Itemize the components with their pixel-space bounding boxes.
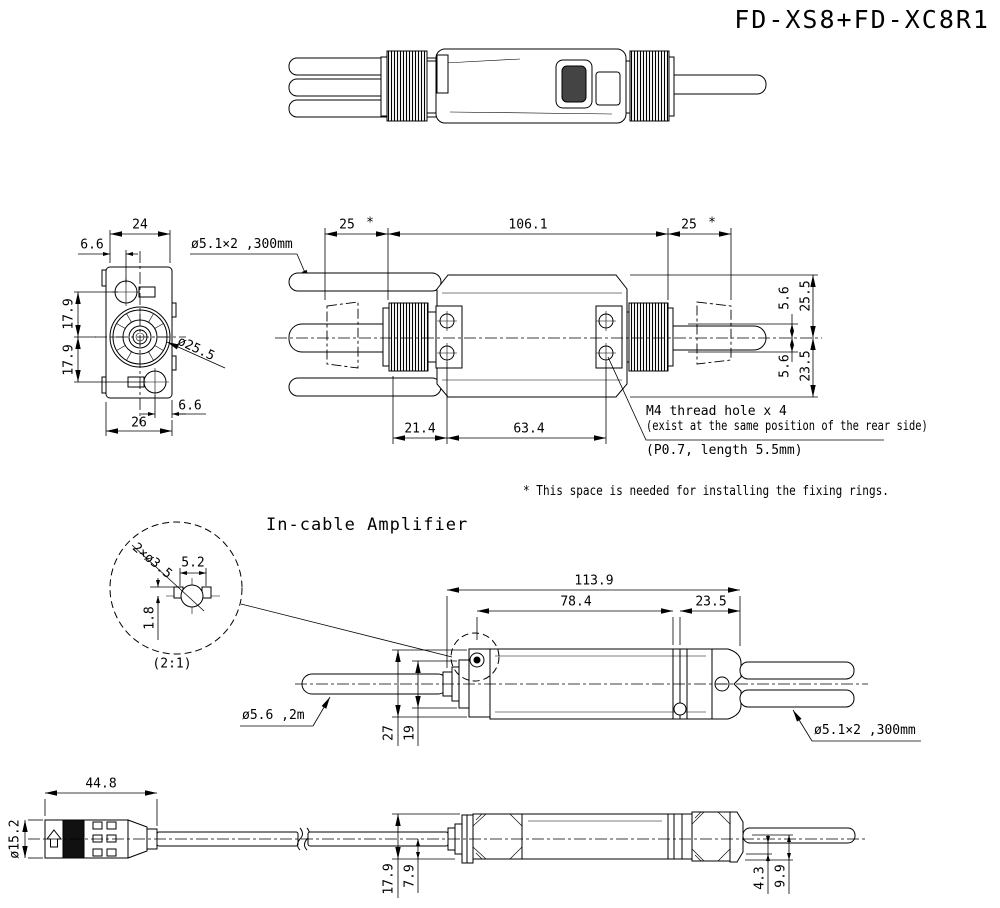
amplifier-hole-detail-view [109,521,453,658]
dim-screw-offset-bottom: 6.6 [178,398,202,414]
dim-hole-offset: 21.4 [404,421,436,437]
detail-hole-callout: 2×ø3.5 [129,540,175,582]
dim-center-to-screw-upper: 17.9 [61,298,77,330]
dim-amp-body-height: 17.9 [381,863,397,895]
amp-cable-left-callout: ø5.6 ,2m [242,708,305,723]
fixing-ring-phantom-right [696,301,732,365]
dim-connector-length: 44.8 [85,776,117,792]
dim-space-right: 25 [681,217,697,233]
amplifier-top-view [240,587,921,746]
dim-center-to-tube-bottom: 5.6 [777,354,793,378]
m4-note-line1: M4 thread hole x 4 [646,404,787,419]
dim-amp-hole-to-clamp: 78.4 [560,594,592,610]
dim-screw-offset-top: 6.6 [80,237,104,253]
m4-thread-holes [437,311,616,363]
dim-connector-diameter: ø15.2 [7,819,23,859]
dim-hole-pitch: 63.4 [513,421,545,437]
dim-amp-center-to-bottom: 7.9 [402,864,418,888]
dim-center-to-tube-top: 5.6 [777,286,793,310]
dim-amp-cable-offset-a: 4.3 [752,866,768,890]
dim-amp-flange-width: 19 [402,725,418,741]
dim-body-length: 106.1 [508,217,548,233]
connector-assembly-view [288,48,767,124]
sensor-cable-callout: ø5.1×2 ,300mm [191,237,293,252]
sensor-side-view [275,228,884,444]
fixing-ring-phantom-left [326,301,359,369]
dim-space-left-star: * [366,215,374,231]
drawing-title: FD-XS8+FD-XC8R1 [734,5,990,34]
sensor-end-view [74,230,310,436]
dim-amp-body-width: 27 [381,725,397,741]
detail-slot-width: 5.2 [181,555,205,571]
dim-space-left: 25 [339,217,355,233]
dim-amp-cable-offset-b: 9.9 [773,864,789,888]
amplifier-side-view [22,790,868,898]
amp-cable-right-callout: ø5.1×2 ,300mm [814,723,916,738]
dim-space-right-star: * [708,215,716,231]
dim-top-to-center: 25.5 [798,280,814,312]
detail-slot-height: 1.8 [142,606,158,630]
dim-center-to-screw-lower: 17.9 [61,344,77,376]
dim-nut-diameter: ø25.5 [175,333,217,365]
detail-leader [240,603,453,658]
m4-note-line3: (P0.7, length 5.5mm) [646,443,803,458]
dim-amp-total-length: 113.9 [574,573,614,589]
fixing-rings-note: * This space is needed for installing th… [523,484,889,499]
detail-scale: (2:1) [152,656,192,672]
m4-note-leader [607,356,884,441]
dim-width-bottom: 26 [131,415,147,431]
dim-amp-clamp-to-end: 23.5 [695,594,727,610]
cable-break-mark [297,827,303,851]
dim-width-top: 24 [132,217,148,233]
section-title: In-cable Amplifier [266,515,469,535]
dim-center-to-bottom: 23.5 [798,350,814,382]
m4-note-line2: (exist at the same position of the rear … [646,419,928,434]
